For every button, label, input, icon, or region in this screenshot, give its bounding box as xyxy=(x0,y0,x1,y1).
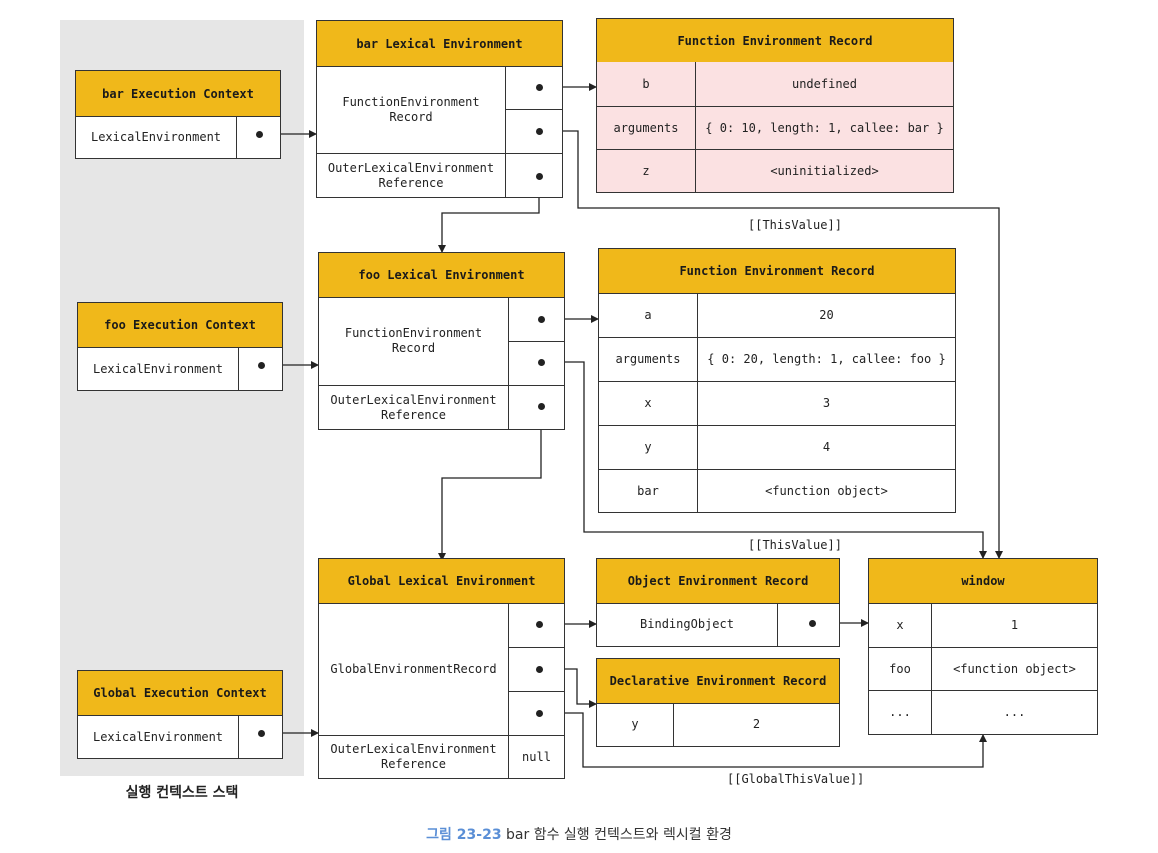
foo-fer-key: a xyxy=(644,307,652,322)
bar-le-outer: OuterLexicalEnvironment Reference xyxy=(317,153,505,197)
global-lexical-environment: Global Lexical Environment GlobalEnviron… xyxy=(318,558,565,779)
global-le-record: GlobalEnvironmentRecord xyxy=(330,661,497,676)
bar-function-environment-record: Function Environment Record b undefined … xyxy=(596,18,954,193)
foo-fer-key: x xyxy=(599,381,697,425)
pointer-dot xyxy=(258,362,265,369)
arrow-foo-this xyxy=(541,361,987,559)
global-le-declarative-ptr xyxy=(508,647,564,691)
foo-execution-context-title: foo Execution Context xyxy=(78,303,282,348)
window-title: window xyxy=(869,559,1097,604)
window-value: ... xyxy=(931,690,1097,734)
bar-ec-lexical-environment: LexicalEnvironment xyxy=(90,130,222,144)
pointer-dot xyxy=(536,173,543,180)
arrow-bar-this xyxy=(539,130,1003,559)
global-le-this-ptr xyxy=(508,691,564,735)
bar-fer-value: undefined xyxy=(695,62,953,106)
global-le-title: Global Lexical Environment xyxy=(319,559,564,604)
bar-fer-title: Function Environment Record xyxy=(597,19,953,63)
bar-execution-context-title: bar Execution Context xyxy=(76,71,280,117)
object-environment-record: Object Environment Record BindingObject xyxy=(596,558,840,647)
foo-le-record-ptr xyxy=(508,297,564,341)
foo-le-outer: OuterLexicalEnvironment Reference xyxy=(319,385,508,429)
declarative-er-value: 2 xyxy=(673,703,839,746)
this-value-label-foo: [[ThisValue]] xyxy=(748,538,842,552)
global-le-outer: OuterLexicalEnvironment Reference xyxy=(319,735,508,778)
object-er-binding-ptr xyxy=(777,603,839,646)
global-le-object-ptr xyxy=(508,603,564,647)
stack-caption: 실행 컨텍스트 스택 xyxy=(125,785,239,801)
global-ec-lexical-environment: LexicalEnvironment xyxy=(92,729,224,744)
pointer-dot xyxy=(536,621,543,628)
foo-execution-context: foo Execution Context LexicalEnvironment xyxy=(77,302,283,391)
declarative-er-key: y xyxy=(631,717,639,731)
declarative-er-title: Declarative Environment Record xyxy=(597,659,839,704)
bar-fer-key: z xyxy=(597,149,695,192)
bar-lexical-environment: bar Lexical Environment FunctionEnvironm… xyxy=(316,20,563,198)
global-execution-context-title: Global Execution Context xyxy=(78,671,282,716)
foo-fer-key: y xyxy=(599,425,697,469)
foo-fer-key: arguments xyxy=(599,337,697,381)
pointer-dot xyxy=(536,84,543,91)
window-value: 1 xyxy=(931,603,1097,647)
arrow-foo-outer xyxy=(438,406,542,561)
foo-le-record: FunctionEnvironment Record xyxy=(344,326,483,355)
pointer-dot xyxy=(538,316,545,323)
foo-ec-pointer-cell xyxy=(238,347,282,391)
foo-lexical-environment: foo Lexical Environment FunctionEnvironm… xyxy=(318,252,565,430)
foo-ec-lexical-environment: LexicalEnvironment xyxy=(92,361,224,376)
foo-le-this-ptr xyxy=(508,341,564,385)
window-key: x xyxy=(896,617,904,632)
foo-fer-key: bar xyxy=(599,469,697,512)
bar-le-title: bar Lexical Environment xyxy=(317,21,562,67)
global-ec-pointer-cell xyxy=(238,715,282,759)
global-execution-context: Global Execution Context LexicalEnvironm… xyxy=(77,670,283,759)
bar-fer-key: b xyxy=(597,62,695,106)
foo-function-environment-record: Function Environment Record a 20 argumen… xyxy=(598,248,956,513)
pointer-dot xyxy=(538,359,545,366)
figure-text: bar 함수 실행 컨텍스트와 렉시컬 환경 xyxy=(506,827,732,843)
pointer-dot xyxy=(538,403,545,410)
bar-le-record: FunctionEnvironment Record xyxy=(342,95,480,124)
foo-fer-value: 3 xyxy=(697,381,955,425)
bar-execution-context: bar Execution Context LexicalEnvironment xyxy=(75,70,281,159)
this-value-label-bar: [[ThisValue]] xyxy=(748,218,842,232)
bar-fer-value: <uninitialized> xyxy=(695,149,953,192)
foo-fer-value: 20 xyxy=(697,293,955,337)
pointer-dot xyxy=(536,710,543,717)
window-key: ... xyxy=(869,690,931,734)
foo-fer-title: Function Environment Record xyxy=(599,249,955,294)
bar-le-record-ptr xyxy=(505,66,562,110)
pointer-dot xyxy=(256,131,263,138)
bar-le-this-ptr xyxy=(505,109,562,154)
bar-le-outer-ptr xyxy=(505,153,562,197)
window-value: <function object> xyxy=(931,647,1097,690)
window-key: foo xyxy=(869,647,931,690)
foo-le-outer-ptr xyxy=(508,385,564,429)
foo-le-title: foo Lexical Environment xyxy=(319,253,564,298)
figure-number: 그림 23-23 xyxy=(426,827,502,843)
pointer-dot xyxy=(809,620,816,627)
object-er-title: Object Environment Record xyxy=(597,559,839,604)
foo-fer-value: 4 xyxy=(697,425,955,469)
pointer-dot xyxy=(536,128,543,135)
object-er-binding: BindingObject xyxy=(640,617,734,631)
foo-fer-value: { 0: 20, length: 1, callee: foo } xyxy=(697,337,955,381)
bar-fer-value: { 0: 10, length: 1, callee: bar } xyxy=(695,106,953,149)
window-object: window x 1 foo <function object> ... ... xyxy=(868,558,1098,735)
declarative-environment-record: Declarative Environment Record y 2 xyxy=(596,658,840,747)
bar-fer-key: arguments xyxy=(597,106,695,149)
bar-ec-pointer-cell xyxy=(236,116,280,159)
foo-fer-value: <function object> xyxy=(697,469,955,512)
arrow-global-this xyxy=(539,712,987,768)
global-this-value-label: [[GlobalThisValue]] xyxy=(727,772,865,786)
pointer-dot xyxy=(536,666,543,673)
global-le-outer-null: null xyxy=(508,735,564,778)
figure-caption: 그림 23-23 bar 함수 실행 컨텍스트와 렉시컬 환경 xyxy=(0,824,1158,844)
pointer-dot xyxy=(258,730,265,737)
